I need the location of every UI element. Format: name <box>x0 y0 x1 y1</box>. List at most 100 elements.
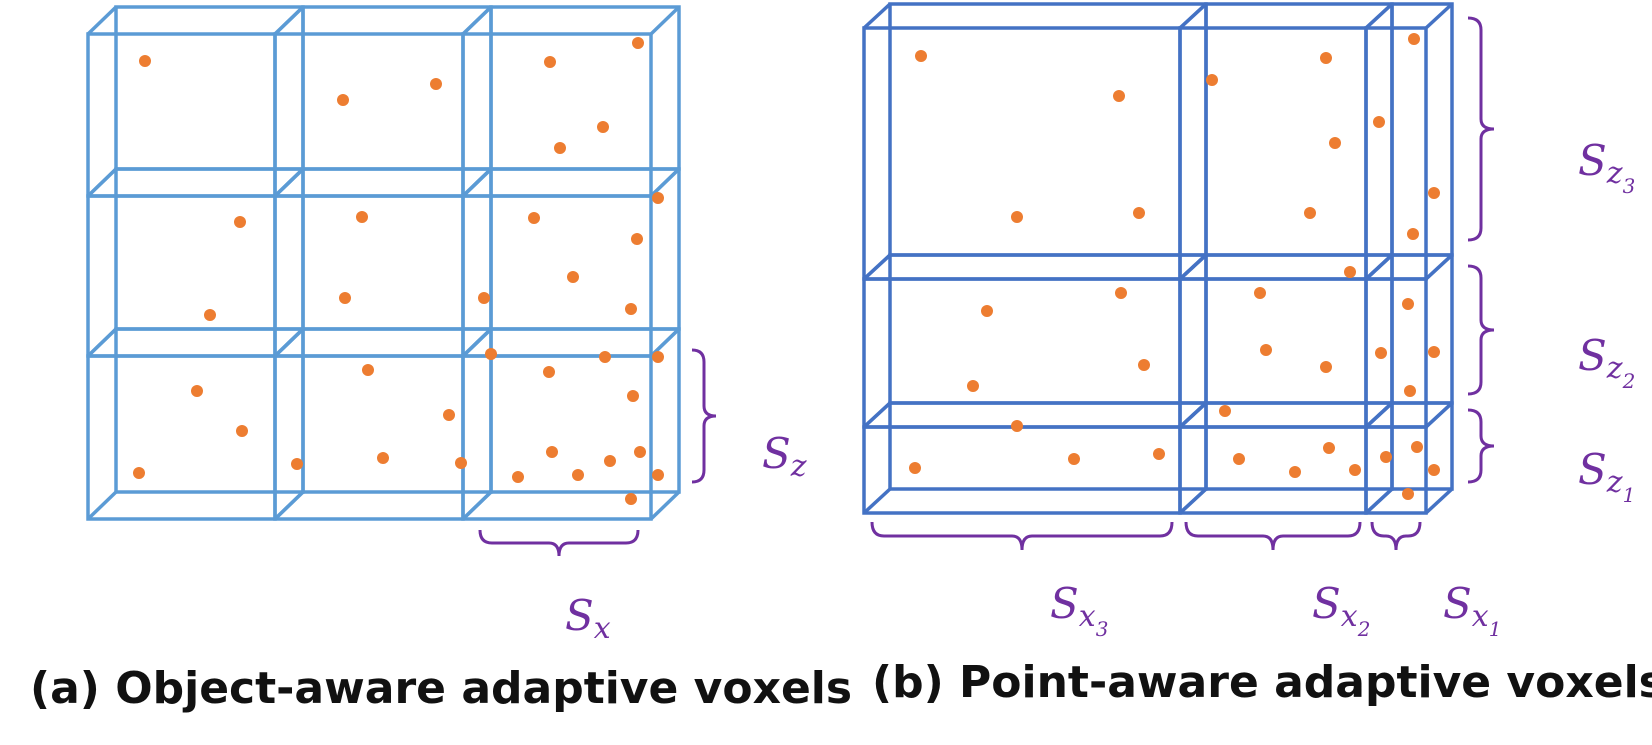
bracket-sx3 <box>870 521 1174 551</box>
point-aware-voxel-r2-c3 <box>1364 253 1454 429</box>
point-dot <box>597 121 609 133</box>
point-dot <box>599 351 611 363</box>
point-aware-voxel-r3-c2 <box>1178 401 1394 515</box>
point-dot <box>356 211 368 223</box>
point-dot <box>652 192 664 204</box>
label-sz1: Sz1 <box>1578 445 1635 507</box>
bracket-sz2 <box>1467 264 1495 396</box>
caption-a: (a) Object-aware adaptive voxels <box>30 663 852 714</box>
point-dot <box>1138 359 1150 371</box>
point-dot <box>1068 453 1080 465</box>
point-dot <box>625 303 637 315</box>
point-dot <box>543 366 555 378</box>
point-dot <box>554 142 566 154</box>
point-dot <box>1233 453 1245 465</box>
point-dot <box>909 462 921 474</box>
point-dot <box>1428 346 1440 358</box>
caption-b: (b) Point-aware adaptive voxels <box>872 657 1652 708</box>
point-dot <box>512 471 524 483</box>
point-dot <box>443 409 455 421</box>
point-dot <box>1428 187 1440 199</box>
point-dot <box>1402 488 1414 500</box>
point-dot <box>631 233 643 245</box>
point-dot <box>1380 451 1392 463</box>
bracket-sz <box>691 348 717 484</box>
point-dot <box>1115 287 1127 299</box>
point-dot <box>485 348 497 360</box>
label-sz-sub: z <box>790 449 807 484</box>
label-sz2: Sz2 <box>1578 331 1635 393</box>
bracket-sx2 <box>1184 521 1362 551</box>
object-aware-voxel-r3-c3 <box>461 327 681 521</box>
point-dot <box>652 351 664 363</box>
point-dot <box>572 469 584 481</box>
label-sx1: Sx1 <box>1443 579 1501 641</box>
point-dot <box>337 94 349 106</box>
point-dot <box>1260 344 1272 356</box>
point-dot <box>981 305 993 317</box>
point-dot <box>139 55 151 67</box>
panel-object-aware: Sx Sz (a) Object-aware adaptive voxels <box>30 5 852 714</box>
point-dot <box>1113 90 1125 102</box>
label-sx3: Sx3 <box>1050 579 1108 641</box>
point-aware-voxel-r1-c2 <box>1178 2 1394 281</box>
point-dot <box>1408 33 1420 45</box>
point-dot <box>546 446 558 458</box>
point-dot <box>604 455 616 467</box>
bracket-sx <box>478 529 640 557</box>
point-dot <box>133 467 145 479</box>
point-dot <box>1411 441 1423 453</box>
point-dot <box>191 385 203 397</box>
point-dot <box>1404 385 1416 397</box>
point-dot <box>1011 420 1023 432</box>
point-dot <box>430 78 442 90</box>
point-dot <box>234 216 246 228</box>
object-aware-points <box>133 37 664 505</box>
bracket-sz1 <box>1467 408 1495 484</box>
point-dot <box>1153 448 1165 460</box>
point-dot <box>1407 228 1419 240</box>
object-aware-size-brackets <box>478 348 717 557</box>
point-dot <box>236 425 248 437</box>
point-dot <box>967 380 979 392</box>
point-dot <box>1320 52 1332 64</box>
label-sz3: Sz3 <box>1578 136 1635 198</box>
point-dot <box>632 37 644 49</box>
point-dot <box>1254 287 1266 299</box>
point-dot <box>915 50 927 62</box>
point-dot <box>291 458 303 470</box>
point-dot <box>1219 405 1231 417</box>
point-dot <box>339 292 351 304</box>
point-dot <box>1402 298 1414 310</box>
bracket-sz3 <box>1467 16 1495 242</box>
point-dot <box>1329 137 1341 149</box>
point-dot <box>455 457 467 469</box>
point-dot <box>528 212 540 224</box>
point-aware-voxel-r2-c2 <box>1178 253 1394 429</box>
point-dot <box>478 292 490 304</box>
point-dot <box>204 309 216 321</box>
point-aware-size-brackets <box>870 16 1495 551</box>
point-dot <box>634 446 646 458</box>
point-dot <box>1349 464 1361 476</box>
point-aware-points <box>909 33 1440 500</box>
label-sz-base: S <box>762 429 791 478</box>
point-dot <box>567 271 579 283</box>
point-dot <box>544 56 556 68</box>
object-aware-voxel-grid <box>86 5 681 521</box>
point-dot <box>362 364 374 376</box>
label-sx: Sx <box>565 591 611 646</box>
point-dot <box>1133 207 1145 219</box>
point-dot <box>1375 347 1387 359</box>
point-aware-voxel-r3-c3 <box>1364 401 1454 515</box>
point-aware-voxel-r1-c1 <box>862 2 1208 281</box>
point-dot <box>652 469 664 481</box>
label-sx2: Sx2 <box>1312 579 1370 641</box>
label-sx-sub: x <box>594 611 611 646</box>
point-dot <box>627 390 639 402</box>
bracket-sx1 <box>1370 521 1422 551</box>
point-aware-voxel-r2-c1 <box>862 253 1208 429</box>
panel-point-aware: Sx3 Sx2 Sx1 Sz3 Sz2 Sz1 (b) Point-aware … <box>862 2 1652 708</box>
point-dot <box>377 452 389 464</box>
point-aware-voxel-grid <box>862 2 1454 515</box>
